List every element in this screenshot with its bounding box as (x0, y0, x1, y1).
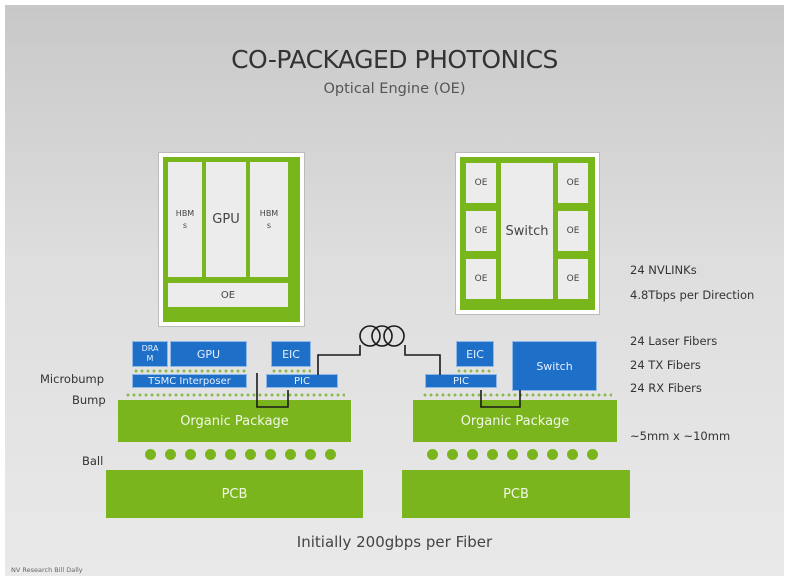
fiber-coil-loop (371, 325, 393, 347)
fiber-coil-loop (383, 325, 405, 347)
gpu-die-label: GPU (212, 212, 240, 227)
footer-note: Initially 200gbps per Fiber (296, 533, 493, 551)
switch-oe-left-1: OE (466, 163, 496, 203)
tsmc-interposer: TSMC Interposer (132, 374, 247, 388)
hbm-left: HBM s (168, 162, 202, 277)
solder-ball (427, 449, 438, 460)
right-signal-trace (480, 390, 521, 408)
solder-ball (507, 449, 518, 460)
oe-label: OE (566, 274, 580, 284)
slide: CO-PACKAGED PHOTONICS Optical Engine (OE… (5, 5, 784, 576)
switch-package-substrate: OE OE OE Switch OE OE OE (460, 157, 595, 310)
eic-right-microbumps (456, 369, 494, 373)
package-right-bumps (422, 393, 612, 397)
solder-ball (527, 449, 538, 460)
solder-ball (325, 449, 336, 460)
left-signal-trace (256, 373, 289, 408)
switch-die-label: Switch (505, 223, 549, 239)
switch-oe-left-2: OE (466, 211, 496, 251)
solder-ball (487, 449, 498, 460)
eic-right: EIC (456, 341, 494, 367)
gpu-microbumps (133, 369, 247, 373)
organic-package-left-label: Organic Package (180, 413, 289, 429)
switch-oe-right-3: OE (558, 259, 588, 299)
pcb-left: PCB (106, 470, 363, 518)
eic-left-microbumps (271, 369, 311, 373)
fiber-routing (256, 325, 521, 408)
label-ball: Ball (82, 454, 104, 468)
switch-die: Switch (501, 163, 553, 299)
solder-ball (145, 449, 156, 460)
solder-ball (447, 449, 458, 460)
switch-oe-right-2: OE (558, 211, 588, 251)
slide-subtitle: Optical Engine (OE) (323, 81, 466, 97)
switch-chip-label: Switch (536, 359, 573, 373)
oe-label: OE (474, 274, 488, 284)
spec-laser-fibers: 24 Laser Fibers (630, 334, 718, 348)
oe-label: OE (566, 226, 580, 236)
spec-rx-fibers: 24 RX Fibers (630, 381, 702, 395)
solder-ball (547, 449, 558, 460)
switch-chip: Switch (512, 341, 597, 391)
spec-bandwidth: 4.8Tbps per Direction (630, 288, 755, 302)
oe-label: OE (474, 226, 488, 236)
hbm-left-label: HBM s (175, 208, 195, 230)
gpu-chip: GPU (170, 341, 247, 367)
slide-title: CO-PACKAGED PHOTONICS (231, 45, 558, 74)
solder-ball (567, 449, 578, 460)
switch-package-top-view: OE OE OE Switch OE OE OE (455, 152, 600, 315)
hbm-right: HBM s (250, 162, 288, 277)
dram-chip: DRA M (132, 341, 168, 367)
eic-left: EIC (271, 341, 311, 367)
solder-ball (225, 449, 236, 460)
fiber-coil-loop (359, 325, 381, 347)
label-microbump: Microbump (40, 372, 105, 386)
organic-package-right-label: Organic Package (460, 413, 570, 429)
interposer-label: TSMC Interposer (148, 375, 231, 387)
pcb-right: PCB (402, 470, 630, 518)
solder-ball (285, 449, 296, 460)
gpu-package-substrate: HBM s GPU HBM s OE (163, 157, 300, 322)
pcb-left-label: PCB (221, 486, 248, 502)
oe-label: OE (566, 178, 580, 188)
gpu-chip-label: GPU (196, 347, 221, 361)
spec-tx-fibers: 24 TX Fibers (630, 358, 701, 372)
solder-ball (467, 449, 478, 460)
solder-ball (245, 449, 256, 460)
gpu-die: GPU (206, 162, 246, 277)
credit-text: NV Research Bill Dally (11, 566, 83, 574)
dram-label: DRA M (141, 344, 159, 363)
package-left-bumps (125, 393, 345, 397)
solder-ball (265, 449, 276, 460)
pic-left-label: PIC (294, 375, 310, 387)
spec-nvlinks: 24 NVLINKs (630, 263, 697, 277)
label-bump: Bump (72, 393, 106, 407)
gpu-oe: OE (168, 283, 288, 307)
solder-ball (205, 449, 216, 460)
switch-oe-left-3: OE (466, 259, 496, 299)
pcb-right-label: PCB (503, 486, 529, 502)
switch-oe-right-1: OE (558, 163, 588, 203)
pic-left: PIC (266, 374, 338, 388)
optical-fiber (317, 345, 441, 375)
pic-right-label: PIC (453, 375, 469, 387)
solder-ball (305, 449, 316, 460)
gpu-package-top-view: HBM s GPU HBM s OE (158, 152, 305, 327)
eic-right-label: EIC (466, 347, 484, 361)
solder-ball (185, 449, 196, 460)
spec-size: ~5mm x ~10mm (630, 429, 731, 443)
organic-package-left: Organic Package (118, 400, 351, 442)
solder-ball (165, 449, 176, 460)
gpu-oe-label: OE (220, 289, 236, 301)
eic-left-label: EIC (282, 347, 300, 361)
oe-label: OE (474, 178, 488, 188)
solder-ball (587, 449, 598, 460)
pic-right: PIC (425, 374, 497, 388)
hbm-right-label: HBM s (259, 208, 279, 230)
